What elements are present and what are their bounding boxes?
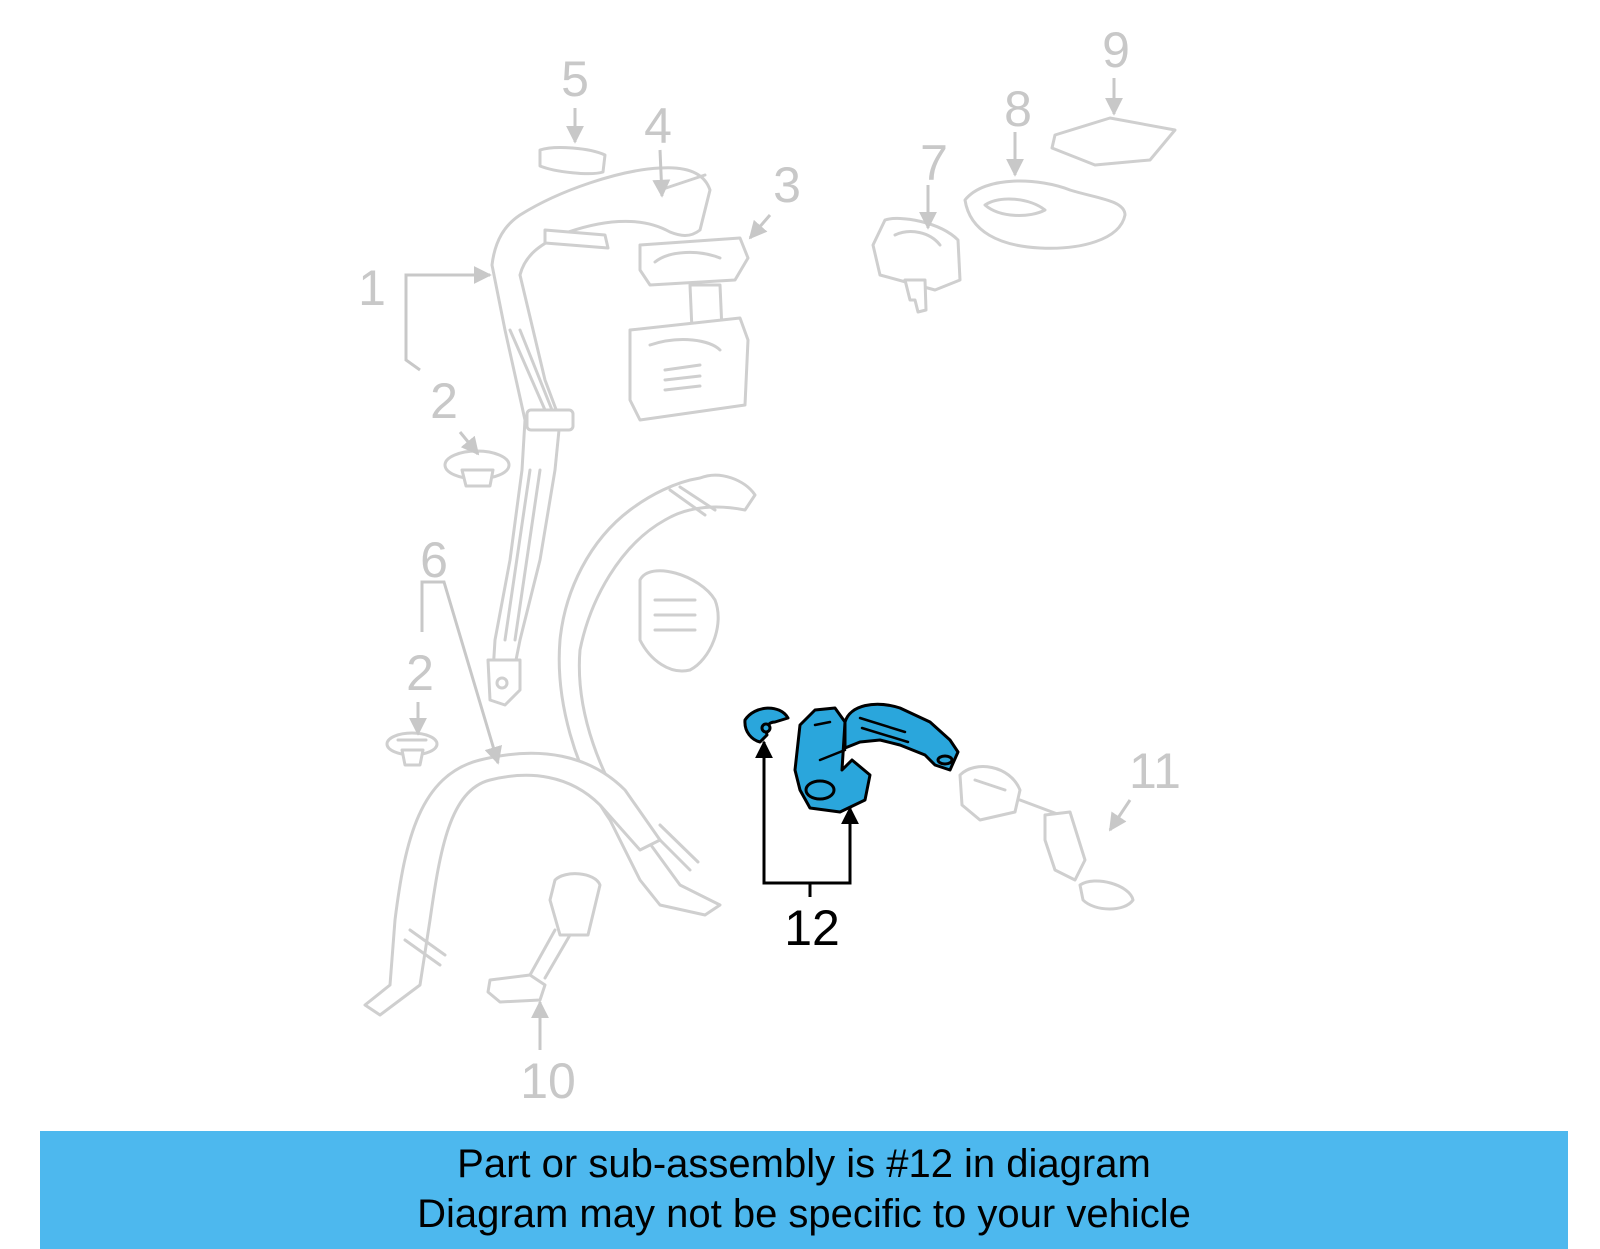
info-banner: Part or sub-assembly is #12 in diagram D… [40, 1131, 1568, 1249]
part-7-bracket [871, 216, 962, 314]
callout-4: 4 [644, 98, 672, 154]
part-3-retractor [628, 236, 750, 422]
ghost-leaders [404, 78, 1132, 1050]
callout-10: 10 [520, 1053, 576, 1109]
callout-1: 1 [358, 260, 386, 316]
part-9-cap [1050, 116, 1177, 167]
banner-line-2: Diagram may not be specific to your vehi… [417, 1192, 1191, 1236]
callout-7: 7 [920, 135, 948, 191]
callout-6: 6 [420, 532, 448, 588]
part-2-plug-upper [443, 449, 511, 488]
part-12-belt-assembly [743, 702, 960, 814]
callout-11: 11 [1129, 743, 1181, 799]
part-2-clip-lower [385, 731, 439, 767]
part-8-trim [963, 179, 1127, 250]
callout-12: 12 [784, 900, 840, 956]
callout-8: 8 [1004, 81, 1032, 137]
callout-5: 5 [561, 51, 589, 107]
part-11-buckle [958, 765, 1135, 911]
part-12-leaders [755, 740, 859, 897]
banner-line-1: Part or sub-assembly is #12 in diagram [457, 1142, 1151, 1186]
part-1-shoulder-belt [486, 166, 712, 707]
callout-9: 9 [1102, 22, 1130, 78]
callout-3: 3 [773, 157, 801, 213]
part-10-buckle [486, 872, 602, 1004]
part-6-lap-belt [363, 473, 757, 1017]
callout-2-upper: 2 [430, 373, 458, 429]
callout-2-lower: 2 [406, 645, 434, 701]
part-5-cover [538, 146, 607, 176]
